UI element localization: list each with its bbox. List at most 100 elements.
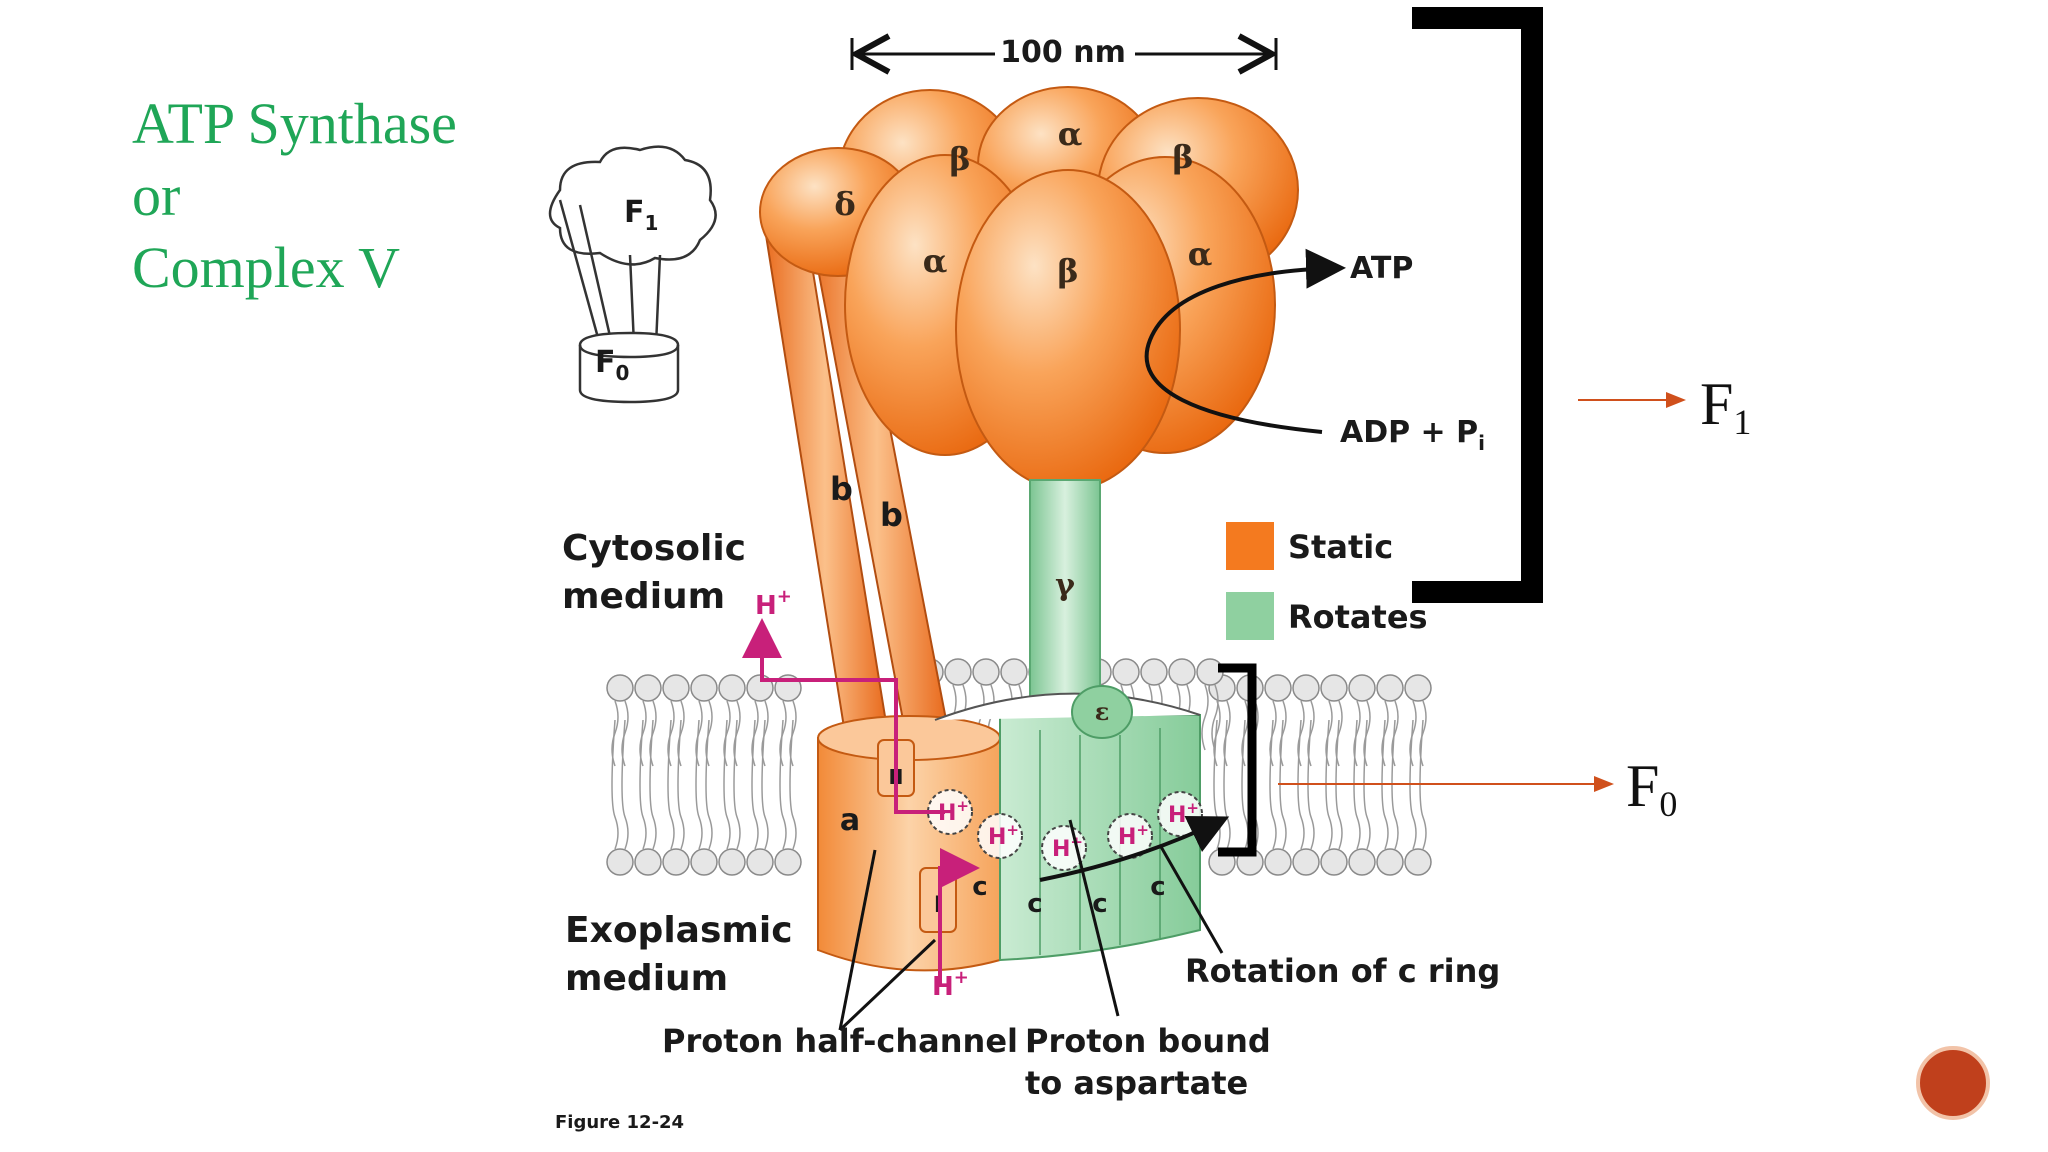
lipid-head	[774, 848, 802, 876]
alpha-label: α	[923, 242, 948, 280]
a-label: a	[840, 803, 860, 838]
lipid-tail	[779, 719, 787, 850]
f0-side-label: F0	[1626, 753, 1678, 824]
c-label: c	[1092, 889, 1107, 919]
lipid-head	[718, 674, 746, 702]
lipid-tail	[667, 719, 675, 850]
c-label: c	[1150, 872, 1165, 902]
c-label: c	[972, 872, 987, 902]
inset-f0-label: F0	[595, 345, 629, 385]
lipid-tail	[1269, 719, 1277, 850]
proton-top-label: H+	[755, 586, 792, 621]
legend-swatch-static	[1226, 522, 1274, 570]
f1-bracket	[1412, 7, 1543, 603]
atp-synthesis-arrow: ATP ADP + Pi	[1144, 248, 1485, 455]
lipid-tail	[1409, 719, 1417, 850]
lipid-head	[1264, 674, 1292, 702]
lipid-tail	[1381, 719, 1389, 850]
lipid-head	[1112, 658, 1140, 686]
proton-pathway	[742, 618, 980, 985]
lipid-head	[606, 674, 634, 702]
beta-label: β	[1172, 138, 1193, 176]
title-line: ATP Synthase	[132, 91, 457, 156]
delta-label: δ	[834, 185, 855, 223]
lipid-head	[972, 658, 1000, 686]
scale-bar: 100 nm	[850, 35, 1278, 70]
cytosolic-label: medium	[562, 576, 725, 617]
lipid-tail	[677, 719, 685, 850]
proton-half-channel-label: Proton half-channel	[662, 1022, 1018, 1060]
cytosolic-label: Cytosolic	[562, 528, 746, 569]
lipid-head	[1376, 848, 1404, 876]
lipid-tail	[1297, 719, 1305, 850]
lipid-head	[718, 848, 746, 876]
proton-marker-label: H+	[988, 821, 1019, 850]
lipid-head	[1404, 674, 1432, 702]
title-line: Complex V	[132, 235, 400, 300]
lipid-tail	[1363, 719, 1371, 850]
proton-marker	[927, 789, 973, 835]
epsilon-label: ε	[1095, 697, 1110, 726]
lipid-head	[662, 674, 690, 702]
exoplasmic-label: Exoplasmic	[565, 910, 793, 951]
legend-label-static: Static	[1288, 528, 1393, 566]
proton-bound-label: Proton bound	[1025, 1022, 1271, 1060]
beta-label: β	[949, 140, 970, 178]
lipid-tail	[1211, 684, 1219, 751]
lipid-head	[944, 658, 972, 686]
lipid-head	[1000, 658, 1028, 686]
proton-marker	[977, 813, 1023, 859]
exoplasmic-label: medium	[565, 958, 728, 999]
f1-side-label: F1	[1700, 371, 1752, 442]
lipid-tail	[1307, 719, 1315, 850]
lipid-tail	[1201, 684, 1209, 751]
legend: Static Rotates	[1226, 522, 1428, 640]
lipid-tail	[1419, 719, 1427, 850]
beta-subunit-front	[955, 169, 1181, 491]
rotation-label: Rotation of c ring	[1185, 952, 1500, 990]
lipid-head	[634, 674, 662, 702]
lipid-head	[634, 848, 662, 876]
lipid-head	[1348, 674, 1376, 702]
lipid-head	[662, 848, 690, 876]
lipid-tail	[1391, 719, 1399, 850]
lipid-head	[746, 848, 774, 876]
lipid-tail	[611, 719, 619, 850]
lipid-tail	[761, 719, 769, 850]
lipid-tail	[1279, 719, 1287, 850]
atp-label: ATP	[1350, 251, 1413, 286]
lipid-head	[1168, 658, 1196, 686]
lipid-tail	[789, 719, 797, 850]
inset-schematic	[548, 145, 717, 404]
lipid-tail	[639, 719, 647, 850]
leader-lines	[838, 819, 1224, 1032]
lipid-head	[690, 674, 718, 702]
f0-bracket	[1218, 663, 1257, 857]
proton-marker-label: H+	[1118, 821, 1149, 850]
proton-markers: H+H+H+H+H+	[927, 789, 1203, 871]
adp-label: ADP + Pi	[1340, 415, 1485, 455]
lipid-head	[1292, 674, 1320, 702]
epsilon-subunit	[1071, 685, 1133, 739]
slide-nav-button[interactable]	[1916, 1046, 1990, 1120]
gamma-label: γ	[1055, 568, 1075, 603]
lipid-head	[606, 848, 634, 876]
lipid-head	[1376, 674, 1404, 702]
legend-swatch-rotates	[1226, 592, 1274, 640]
lipid-tail	[723, 719, 731, 850]
lipid-tail	[1353, 719, 1361, 850]
legend-label-rotates: Rotates	[1288, 598, 1428, 636]
proton-bottom-label: H+	[932, 967, 969, 1002]
lipid-tail	[1335, 719, 1343, 850]
b-label: b	[830, 470, 853, 508]
proton-bound-label: to aspartate	[1025, 1064, 1248, 1102]
lipid-tail	[695, 719, 703, 850]
lipid-head	[1292, 848, 1320, 876]
lipid-tail	[751, 719, 759, 850]
proton-marker-label: H+	[938, 797, 969, 826]
slide-title: ATP Synthase or Complex V	[132, 88, 457, 304]
lipid-head	[1264, 848, 1292, 876]
b-label: b	[880, 496, 903, 534]
lipid-bilayer	[606, 658, 1432, 876]
